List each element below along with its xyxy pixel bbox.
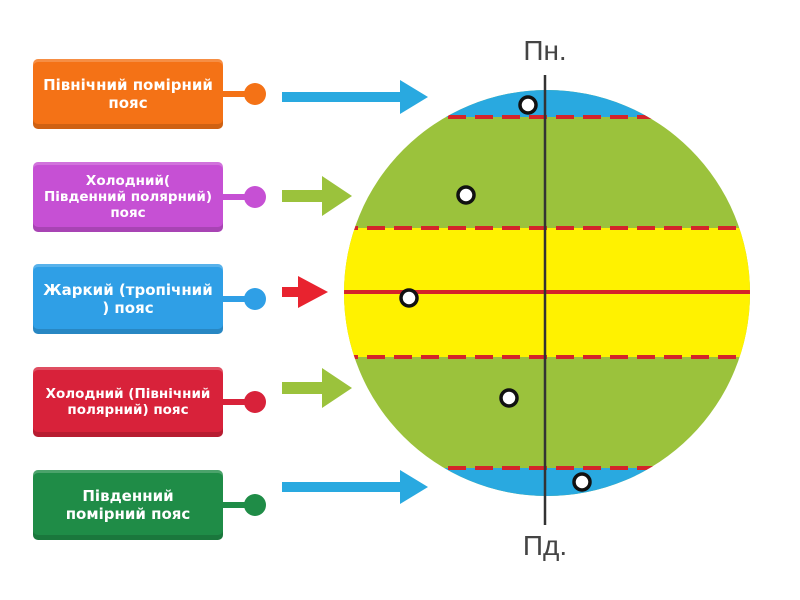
label-south-polar[interactable]: Холодний( Південний полярний) пояс bbox=[33, 162, 223, 232]
label-pin[interactable] bbox=[244, 83, 266, 105]
arrow-icon bbox=[282, 276, 328, 308]
drop-target[interactable] bbox=[499, 388, 519, 408]
arrow-icon bbox=[282, 176, 352, 216]
label-pin[interactable] bbox=[244, 391, 266, 413]
drop-target[interactable] bbox=[572, 472, 592, 492]
label-north-temperate[interactable]: Північний помірний пояс bbox=[33, 59, 223, 129]
label-pin[interactable] bbox=[244, 186, 266, 208]
arrow-icon bbox=[282, 368, 352, 408]
drop-target[interactable] bbox=[518, 95, 538, 115]
drop-targets bbox=[399, 95, 592, 492]
label-pin[interactable] bbox=[244, 494, 266, 516]
label-connector bbox=[223, 296, 253, 302]
south-label: Пд. bbox=[523, 530, 567, 561]
label-south-temperate[interactable]: Південний помірний пояс bbox=[33, 470, 223, 540]
label-pin[interactable] bbox=[244, 288, 266, 310]
arrow-icon bbox=[282, 470, 428, 504]
label-tropical[interactable]: Жаркий (тропічний ) пояс bbox=[33, 264, 223, 334]
label-connector bbox=[223, 399, 253, 405]
north-label: Пн. bbox=[523, 35, 566, 66]
label-north-polar[interactable]: Холодний (Північний полярний) пояс bbox=[33, 367, 223, 437]
label-connector bbox=[223, 194, 253, 200]
drop-target[interactable] bbox=[456, 185, 476, 205]
sun-ray-arrows bbox=[282, 80, 428, 504]
arrow-icon bbox=[282, 80, 428, 114]
label-connector bbox=[223, 502, 253, 508]
label-connector bbox=[223, 91, 253, 97]
drop-target[interactable] bbox=[399, 288, 419, 308]
